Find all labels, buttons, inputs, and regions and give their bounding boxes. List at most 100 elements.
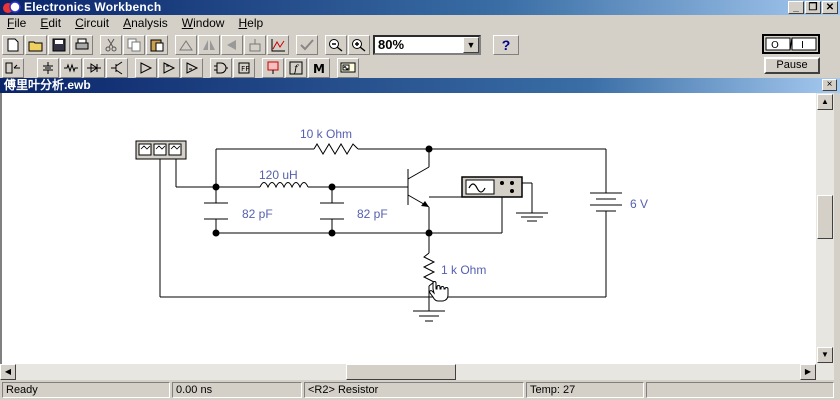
flip-vertical-button[interactable] [221, 34, 243, 55]
parts-bin-basic-button[interactable] [60, 57, 82, 78]
opamp-icon [140, 61, 153, 74]
graph-button[interactable] [267, 34, 289, 55]
zoom-in-button[interactable] [348, 34, 370, 55]
menu-edit[interactable]: Edit [40, 16, 62, 30]
svg-text:I: I [801, 40, 804, 51]
print-button[interactable] [71, 34, 93, 55]
zoom-select[interactable]: 80% ▼ [373, 34, 481, 55]
parts-bin-digital-ics-button[interactable] [181, 57, 203, 78]
c2-label: 82 pF [357, 207, 388, 221]
r1-label: 10 k Ohm [300, 127, 352, 141]
parts-bin-logic-gates-button[interactable] [210, 57, 232, 78]
help-button[interactable]: ? [493, 34, 519, 55]
menu-analysis[interactable]: Analysis [123, 16, 168, 30]
resistor-r2[interactable] [422, 252, 436, 287]
favorites-bin-icon [5, 62, 20, 73]
vertical-scroll-thumb[interactable] [817, 195, 833, 239]
vertical-scrollbar[interactable]: ▲ ▼ [816, 93, 834, 380]
transistor-collector[interactable] [407, 166, 430, 180]
parts-bin-transistors-button[interactable] [106, 57, 128, 78]
flipflop-icon: FF [238, 62, 250, 73]
subcircuit-button[interactable] [244, 34, 266, 55]
parts-bin-digital-button[interactable]: FF [233, 57, 255, 78]
checkmark-icon [300, 38, 314, 50]
parts-toolbar: FF f M [0, 56, 760, 79]
menu-file[interactable]: File [7, 16, 27, 30]
pause-button[interactable]: Pause [764, 57, 820, 74]
power-switch[interactable]: O I [762, 34, 820, 54]
paste-button[interactable] [146, 34, 168, 55]
parts-bin-diodes-button[interactable] [83, 57, 105, 78]
parts-bin-mixed-ics-button[interactable] [158, 57, 180, 78]
function-generator[interactable] [135, 140, 187, 160]
horizontal-scrollbar[interactable]: ◀ ▶ [0, 364, 834, 380]
status-selection: <R2> Resistor [304, 382, 524, 398]
circuit-schematic: 10 k Ohm 120 uH 82 pF 82 pF 6 V 1 k Ohm [135, 127, 648, 322]
document-title-bar: 傅里叶分析.ewb × [0, 78, 840, 93]
digital-ic-icon [186, 61, 199, 74]
zoom-value: 80% [378, 37, 405, 52]
parts-bin-controls-button[interactable]: f [285, 57, 307, 78]
flip-vertical-icon [227, 39, 236, 50]
document-close-button[interactable]: × [822, 79, 837, 91]
inductor[interactable] [259, 182, 309, 189]
zoom-in-icon [352, 38, 366, 52]
parts-bin-indicators-button[interactable] [262, 57, 284, 78]
parts-bin-analog-ics-button[interactable] [135, 57, 157, 78]
open-button[interactable] [25, 34, 47, 55]
minimize-button[interactable]: _ [788, 1, 804, 14]
scroll-down-button[interactable]: ▼ [817, 347, 833, 363]
menu-bar: File Edit Circuit Analysis Window Help [0, 15, 840, 32]
printer-icon [75, 38, 89, 49]
copy-button[interactable] [123, 34, 145, 55]
rotate-button[interactable] [175, 34, 197, 55]
resistor-r1[interactable] [313, 143, 359, 155]
parts-bin-sources-button[interactable] [37, 57, 59, 78]
scissors-icon [105, 38, 117, 51]
indicator-icon [267, 61, 279, 74]
status-bar: Ready 0.00 ns <R2> Resistor Temp: 27 [0, 382, 840, 400]
cut-button[interactable] [100, 34, 122, 55]
status-empty-panel [646, 382, 834, 398]
status-time: 0.00 ns [172, 382, 302, 398]
parts-bin-instruments-button[interactable] [337, 57, 359, 78]
open-folder-icon [28, 41, 43, 51]
paste-clipboard-icon [150, 39, 164, 51]
graph-icon [271, 38, 285, 51]
zoom-out-button[interactable] [325, 34, 347, 55]
new-file-icon [7, 38, 19, 51]
save-button[interactable] [48, 34, 70, 55]
instrument-icon [340, 62, 356, 72]
inductor-label: 120 uH [259, 168, 298, 182]
svg-text:M: M [313, 62, 325, 75]
parts-bin-favorites-button[interactable] [2, 57, 24, 78]
menu-help[interactable]: Help [238, 16, 264, 30]
circuit-canvas[interactable]: 10 k Ohm 120 uH 82 pF 82 pF 6 V 1 k Ohm [0, 93, 816, 364]
oscilloscope[interactable] [461, 176, 523, 198]
copy-icon [127, 38, 141, 51]
horizontal-scroll-thumb[interactable] [346, 364, 456, 380]
new-button[interactable] [2, 34, 24, 55]
mixed-ic-icon [163, 61, 176, 74]
scroll-left-button[interactable]: ◀ [0, 364, 16, 380]
scroll-up-button[interactable]: ▲ [817, 94, 833, 110]
flip-horizontal-icon [203, 39, 215, 50]
chevron-down-icon[interactable]: ▼ [463, 36, 479, 53]
flip-horizontal-button[interactable] [198, 34, 220, 55]
restore-button[interactable]: ❐ [805, 1, 821, 14]
svg-text:FF: FF [241, 65, 249, 73]
hand-cursor-icon [429, 281, 449, 302]
battery-icon [43, 61, 53, 74]
battery-label: 6 V [630, 197, 648, 211]
zoom-out-icon [329, 38, 343, 52]
scroll-right-button[interactable]: ▶ [800, 364, 816, 380]
menu-window[interactable]: Window [181, 16, 225, 30]
svg-text:f: f [293, 64, 300, 75]
document-title: 傅里叶分析.ewb [4, 78, 91, 92]
main-toolbar: 80% ▼ ? [0, 33, 760, 56]
parts-bin-misc-button[interactable]: M [308, 57, 330, 78]
menu-circuit[interactable]: Circuit [75, 16, 110, 30]
close-button[interactable]: ✕ [822, 1, 838, 14]
component-properties-button[interactable] [296, 34, 318, 55]
controls-icon: f [289, 61, 303, 75]
